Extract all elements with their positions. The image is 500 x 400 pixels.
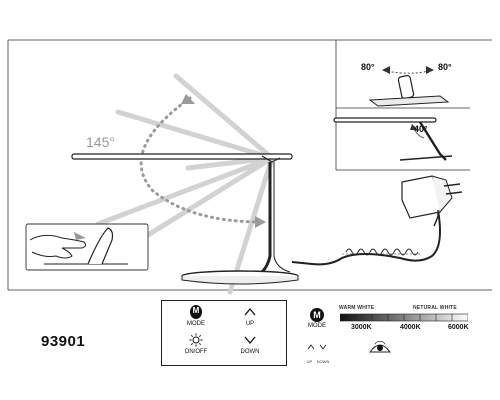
legend-up-label: UP [306, 359, 313, 364]
mode-badge-icon: M [190, 305, 202, 319]
swivel-left-label: 80° [361, 62, 375, 72]
updown-chevrons-icon [307, 344, 327, 350]
hand-icon [29, 234, 87, 259]
swivel-right-label: 80° [438, 62, 452, 72]
up-chevron-icon [244, 307, 256, 316]
onoff-button[interactable]: ON/OFF [172, 333, 220, 355]
hand-touch-detail [25, 223, 149, 271]
mode-legend-badge-icon: M [310, 308, 324, 322]
onoff-button-label: ON/OFF [184, 349, 208, 355]
tilt-range-ghost-arms [95, 73, 275, 295]
plug-adapter-icon [401, 175, 463, 227]
tilt-angle-label: 145° [86, 134, 115, 150]
mode-legend-label: MODE [308, 323, 326, 329]
mode-legend: M MODE [302, 308, 332, 329]
kelvin-3000: 3000K [351, 324, 372, 331]
up-button[interactable]: UP [226, 305, 274, 327]
down-chevron-icon [244, 336, 256, 345]
head-tilt-illustration [333, 108, 470, 171]
cable-coil [345, 248, 419, 256]
head-tilt-label: 40° [414, 124, 428, 134]
up-button-label: UP [245, 321, 255, 327]
kelvin-6000: 6000K [448, 324, 469, 331]
neutral-white-label: NETURAL WHITE [413, 305, 457, 311]
tilt-arrow [139, 96, 264, 224]
tilt-arrow-head-bottom [255, 216, 266, 228]
mode-button-label: MODE [187, 321, 205, 327]
down-button-label: DOWN [240, 349, 260, 355]
lamp-head [71, 153, 293, 160]
mode-button[interactable]: M MODE [172, 305, 220, 327]
touch-dial-icon [369, 340, 391, 353]
control-panel: M MODE UP ON/OFF [161, 300, 287, 366]
lamp-arm [260, 162, 272, 274]
kelvin-4000: 4000K [400, 324, 421, 331]
legend-down-label: DOWN [316, 359, 330, 364]
tilt-arrow-head-top [181, 94, 195, 104]
warm-white-label: WARM WHITE [339, 305, 375, 311]
updown-legend: UP DOWN [303, 338, 333, 364]
color-temperature-bar [340, 313, 468, 322]
sun-icon [189, 333, 203, 347]
down-button[interactable]: DOWN [226, 333, 274, 355]
swivel-illustration [335, 40, 470, 109]
power-cable [291, 209, 441, 266]
model-number: 93901 [41, 333, 86, 350]
